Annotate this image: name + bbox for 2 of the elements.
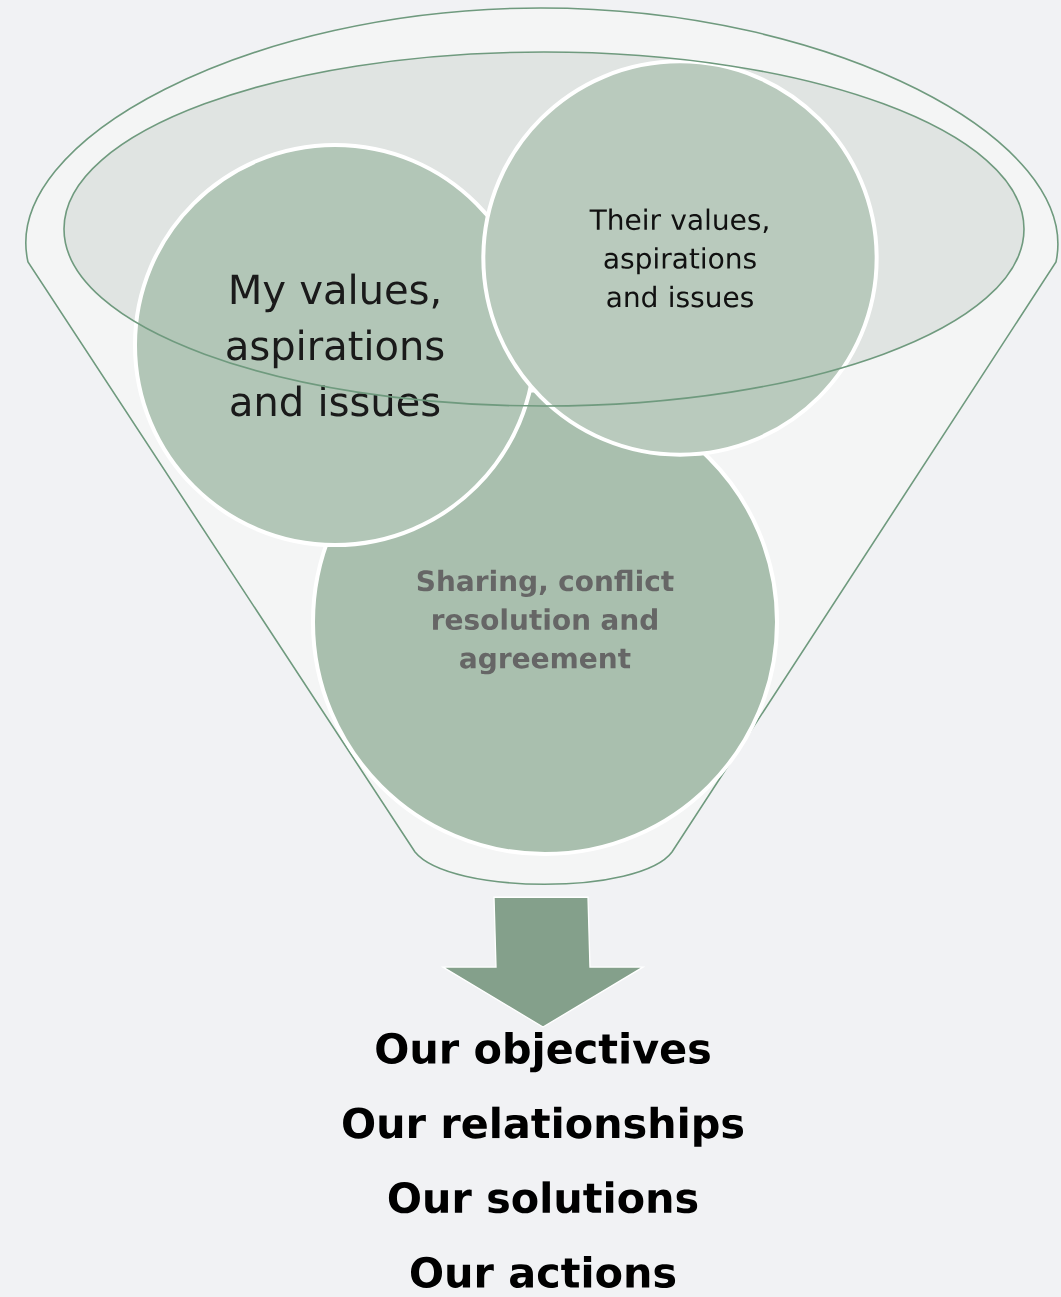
block-arrow	[440, 896, 646, 1028]
outcome-list: Our objectives Our relationships Our solutions Our actions	[343, 1032, 743, 1288]
